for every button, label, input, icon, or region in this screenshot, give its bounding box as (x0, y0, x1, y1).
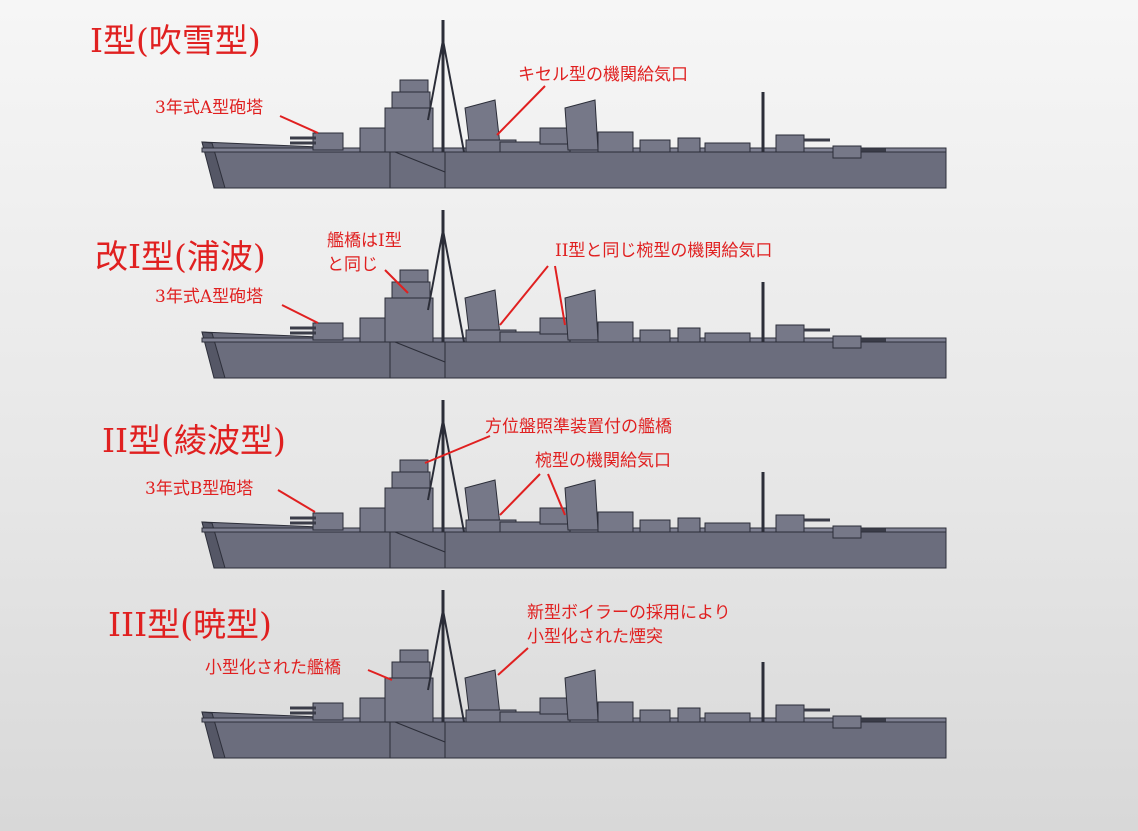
annotation: キセル型の機関給気口 (518, 65, 688, 85)
ship-title: 改I型(浦波) (95, 237, 266, 276)
leader-line (279, 115, 319, 134)
annotation: 椀型の機関給気口 (535, 451, 671, 471)
ship-silhouette (200, 18, 948, 190)
bridge-note: 小型化された艦橋 (205, 658, 341, 678)
turret-note: 3年式A型砲塔 (155, 287, 263, 307)
ship-type-2: II型(綾波型) 3年式B型砲塔 方位盤照準装置付の艦橋 椀型の機関給気口 (102, 398, 948, 570)
leader-line (499, 473, 541, 516)
leader-line (281, 304, 319, 324)
annotation: 艦橋はI型 (327, 231, 402, 251)
ship-type-3: III型(暁型) 小型化された艦橋 新型ボイラーの採用により 小型化された煙突 (108, 588, 948, 760)
leader-line (277, 489, 316, 513)
leader-line (554, 265, 566, 326)
ship-title: III型(暁型) (108, 605, 272, 644)
leader-line (497, 647, 529, 676)
turret-note: 3年式A型砲塔 (155, 98, 263, 118)
annotation: と同じ (327, 255, 378, 275)
leader-line (367, 669, 393, 681)
annotation: 小型化された煙突 (527, 627, 663, 647)
leader-line (496, 85, 546, 136)
leader-line (547, 473, 566, 516)
ship-silhouette (200, 208, 948, 380)
turret-note: 3年式B型砲塔 (145, 479, 253, 499)
leader-line (384, 269, 409, 294)
annotation: 新型ボイラーの採用により (527, 603, 731, 623)
ship-type-1: I型(吹雪型) 3年式A型砲塔 キセル型の機関給気口 (90, 18, 948, 190)
ship-title: I型(吹雪型) (90, 21, 261, 60)
annotation: 方位盤照準装置付の艦橋 (485, 417, 672, 437)
ship-type-kai-1: 改I型(浦波) 3年式A型砲塔 艦橋はI型 と同じ II型と同じ椀型の機関給気口 (95, 208, 948, 380)
annotation: II型と同じ椀型の機関給気口 (555, 241, 772, 261)
ship-title: II型(綾波型) (102, 421, 286, 460)
leader-line (424, 435, 491, 464)
leader-line (499, 265, 549, 326)
